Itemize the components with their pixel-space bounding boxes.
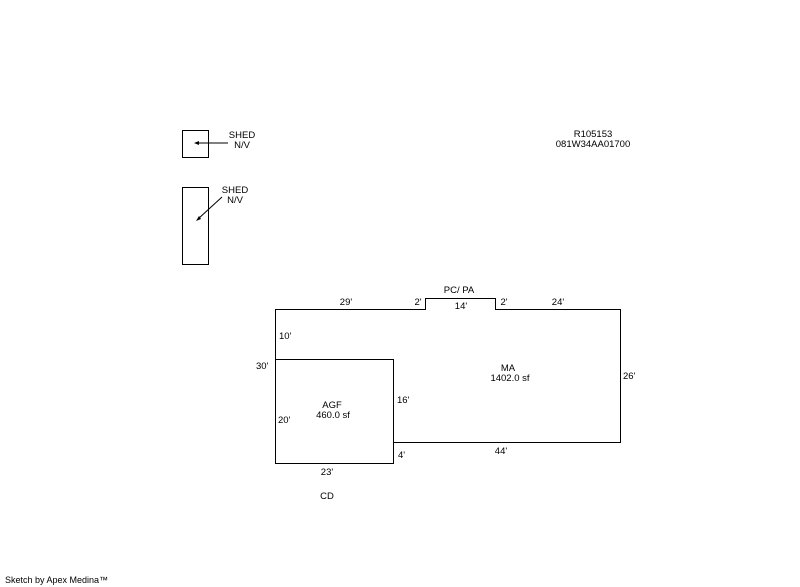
shed-2-note: N/V bbox=[227, 195, 243, 206]
parcel-taxlot: 081W34AA01700 bbox=[555, 139, 631, 150]
dim-porch-left: 2' bbox=[414, 297, 422, 308]
dim-garage-left: 20' bbox=[278, 415, 291, 426]
dim-left-upper: 10' bbox=[279, 331, 292, 342]
shed-1-outline bbox=[182, 130, 209, 158]
dim-top-left: 29' bbox=[339, 297, 353, 308]
dim-right: 26' bbox=[623, 371, 636, 382]
shed-2-label: SHED bbox=[221, 185, 249, 196]
porch-label: PC/ PA bbox=[443, 285, 475, 296]
dim-top-right: 24' bbox=[551, 297, 565, 308]
dim-garage-bottom: 23' bbox=[320, 467, 334, 478]
shed-2-outline bbox=[182, 187, 209, 265]
deck-label: CD bbox=[320, 491, 334, 502]
dim-porch-width: 14' bbox=[454, 301, 468, 312]
garage-size: 460.0 sf bbox=[316, 410, 350, 421]
shed-2-arrow bbox=[197, 196, 223, 220]
shed-2-arrowhead bbox=[196, 216, 201, 221]
parcel-account: R105153 bbox=[573, 129, 613, 140]
shed-1-label: SHED bbox=[228, 130, 256, 141]
dim-garage-right: 16' bbox=[397, 395, 410, 406]
dim-bottom: 44' bbox=[494, 446, 508, 457]
garage-outline bbox=[275, 359, 394, 464]
garage-label: AGF bbox=[322, 400, 342, 411]
shed-1-arrowhead bbox=[194, 141, 199, 145]
dim-left-total: 30' bbox=[256, 361, 269, 372]
shed-1-note: N/V bbox=[234, 140, 250, 151]
dim-step: 4' bbox=[398, 450, 406, 461]
dim-porch-right: 2' bbox=[500, 297, 508, 308]
main-area-label: MA bbox=[500, 363, 516, 374]
footer-credit: Sketch by Apex Medina™ bbox=[5, 575, 109, 585]
main-area-outline bbox=[275, 298, 621, 443]
main-area-size: 1402.0 sf bbox=[490, 373, 530, 384]
